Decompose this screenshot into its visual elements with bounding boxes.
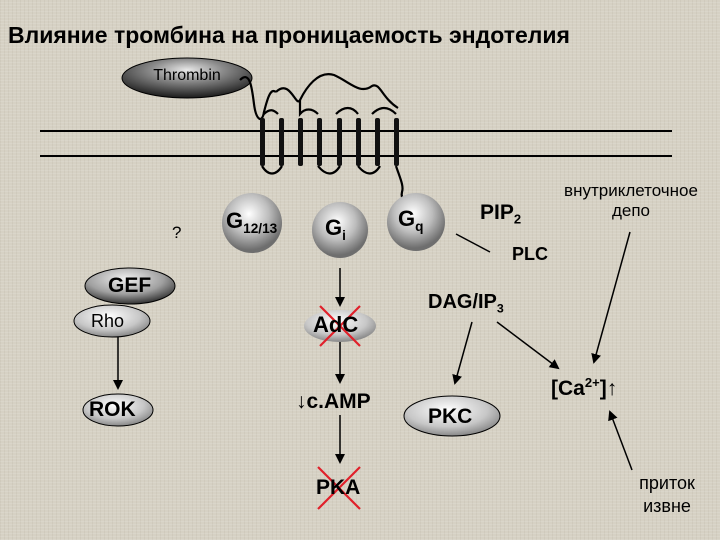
gi-label: Gi: [325, 215, 346, 243]
pkc-oval: [403, 395, 501, 437]
gq-label: Gq: [398, 206, 424, 234]
thrombin-label: Thrombin: [153, 67, 221, 84]
pkc-label: PKC: [428, 405, 473, 428]
pathway-arrows: [113, 231, 633, 471]
adc-cross-icon: [319, 305, 361, 347]
gi-ball: [312, 202, 368, 258]
camp-label: ↓c.AMP: [296, 390, 371, 413]
rho-oval: [73, 304, 151, 338]
pka-label: PKA: [316, 476, 361, 499]
thrombin-oval: [121, 57, 253, 99]
depot-label-line2: депо: [611, 201, 651, 220]
depot-label-line1: внутриклеточное: [564, 181, 698, 200]
plc-label: PLC: [512, 244, 548, 264]
rok-label: ROK: [89, 398, 136, 421]
receptor-icon: [239, 73, 417, 208]
gef-oval: [84, 267, 176, 305]
pka-cross-icon: [317, 466, 361, 510]
page-title: Влияние тромбина на проницаемость эндоте…: [8, 22, 570, 48]
arrow-dag-pkc: [452, 321, 473, 385]
pip2-label: PIP2: [480, 201, 522, 227]
rok-oval: [82, 393, 154, 427]
arrow-influx-ca: [608, 410, 633, 471]
arrow-depot-ca: [591, 231, 631, 364]
g1213-ball: [222, 193, 282, 253]
rho-label: Rho: [91, 311, 125, 331]
adc-label: AdC: [313, 312, 359, 337]
g1213-label: G12/13: [226, 208, 278, 236]
arrow-plc-pip2: [455, 233, 491, 253]
influx-label-line1: приток: [639, 473, 695, 493]
gef-label: GEF: [108, 274, 152, 297]
dag-ip3-label: DAG/IP3: [428, 291, 504, 316]
calcium-label: [Ca2+]↑: [551, 375, 618, 400]
question-mark: ?: [172, 223, 182, 242]
influx-label-line2: извне: [643, 496, 691, 516]
gq-ball: [387, 193, 445, 251]
arrow-dag-ca: [496, 321, 560, 370]
receptor-helices: [260, 118, 399, 166]
